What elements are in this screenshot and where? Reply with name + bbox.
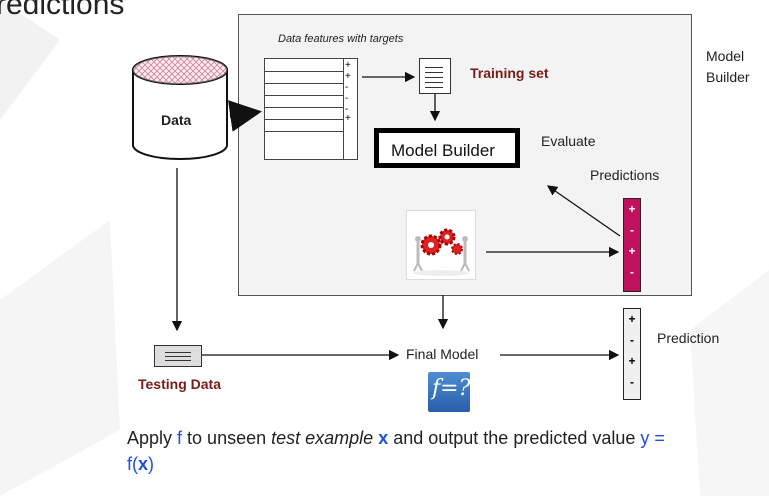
predictions-to-evaluate-arrow <box>546 185 621 237</box>
prediction-sign: + <box>628 244 636 258</box>
training-set-label: Training set <box>470 65 549 81</box>
final-model-label: Final Model <box>406 346 479 362</box>
fx-icon-text: f=? <box>432 376 471 401</box>
target-sign: - <box>345 93 349 104</box>
data-label: Data <box>161 112 192 128</box>
fx-icon: f=? <box>428 372 470 412</box>
final-prediction-strip: + - + - <box>623 308 641 400</box>
final-prediction-sign: - <box>630 333 634 347</box>
prediction-label: Prediction <box>657 330 720 346</box>
features-table: + + - - - + <box>264 58 358 160</box>
gears-image <box>406 210 476 280</box>
panel-label-line2: Builder <box>706 69 750 85</box>
target-sign: - <box>345 82 349 93</box>
apply-sentence: Apply f to unseen test example x and out… <box>127 428 665 474</box>
testing-data-icon <box>154 345 202 367</box>
final-prediction-sign: - <box>630 375 634 389</box>
model-builder-box: Model Builder <box>374 128 520 168</box>
final-prediction-sign: + <box>628 354 636 368</box>
page-title: redictions <box>0 0 125 21</box>
training-set-icon <box>419 58 451 94</box>
prediction-sign: - <box>630 265 634 279</box>
target-sign: - <box>345 104 349 115</box>
features-caption: Data features with targets <box>278 33 404 45</box>
predictions-label: Predictions <box>590 167 660 183</box>
target-sign: + <box>345 60 351 71</box>
model-builder-box-label: Model Builder <box>391 141 495 160</box>
prediction-sign: - <box>630 223 634 237</box>
data-to-table-arrow <box>228 100 262 132</box>
prediction-sign: + <box>628 202 636 216</box>
panel-label-line1: Model <box>706 48 745 64</box>
final-prediction-sign: + <box>628 312 636 326</box>
gears-icon <box>413 228 470 276</box>
predictions-strip: + - + - <box>623 198 641 292</box>
data-cylinder-icon <box>132 55 228 160</box>
testing-data-label: Testing Data <box>138 376 221 392</box>
target-sign: + <box>345 71 351 82</box>
target-sign: + <box>345 113 351 124</box>
evaluate-label: Evaluate <box>541 133 596 149</box>
